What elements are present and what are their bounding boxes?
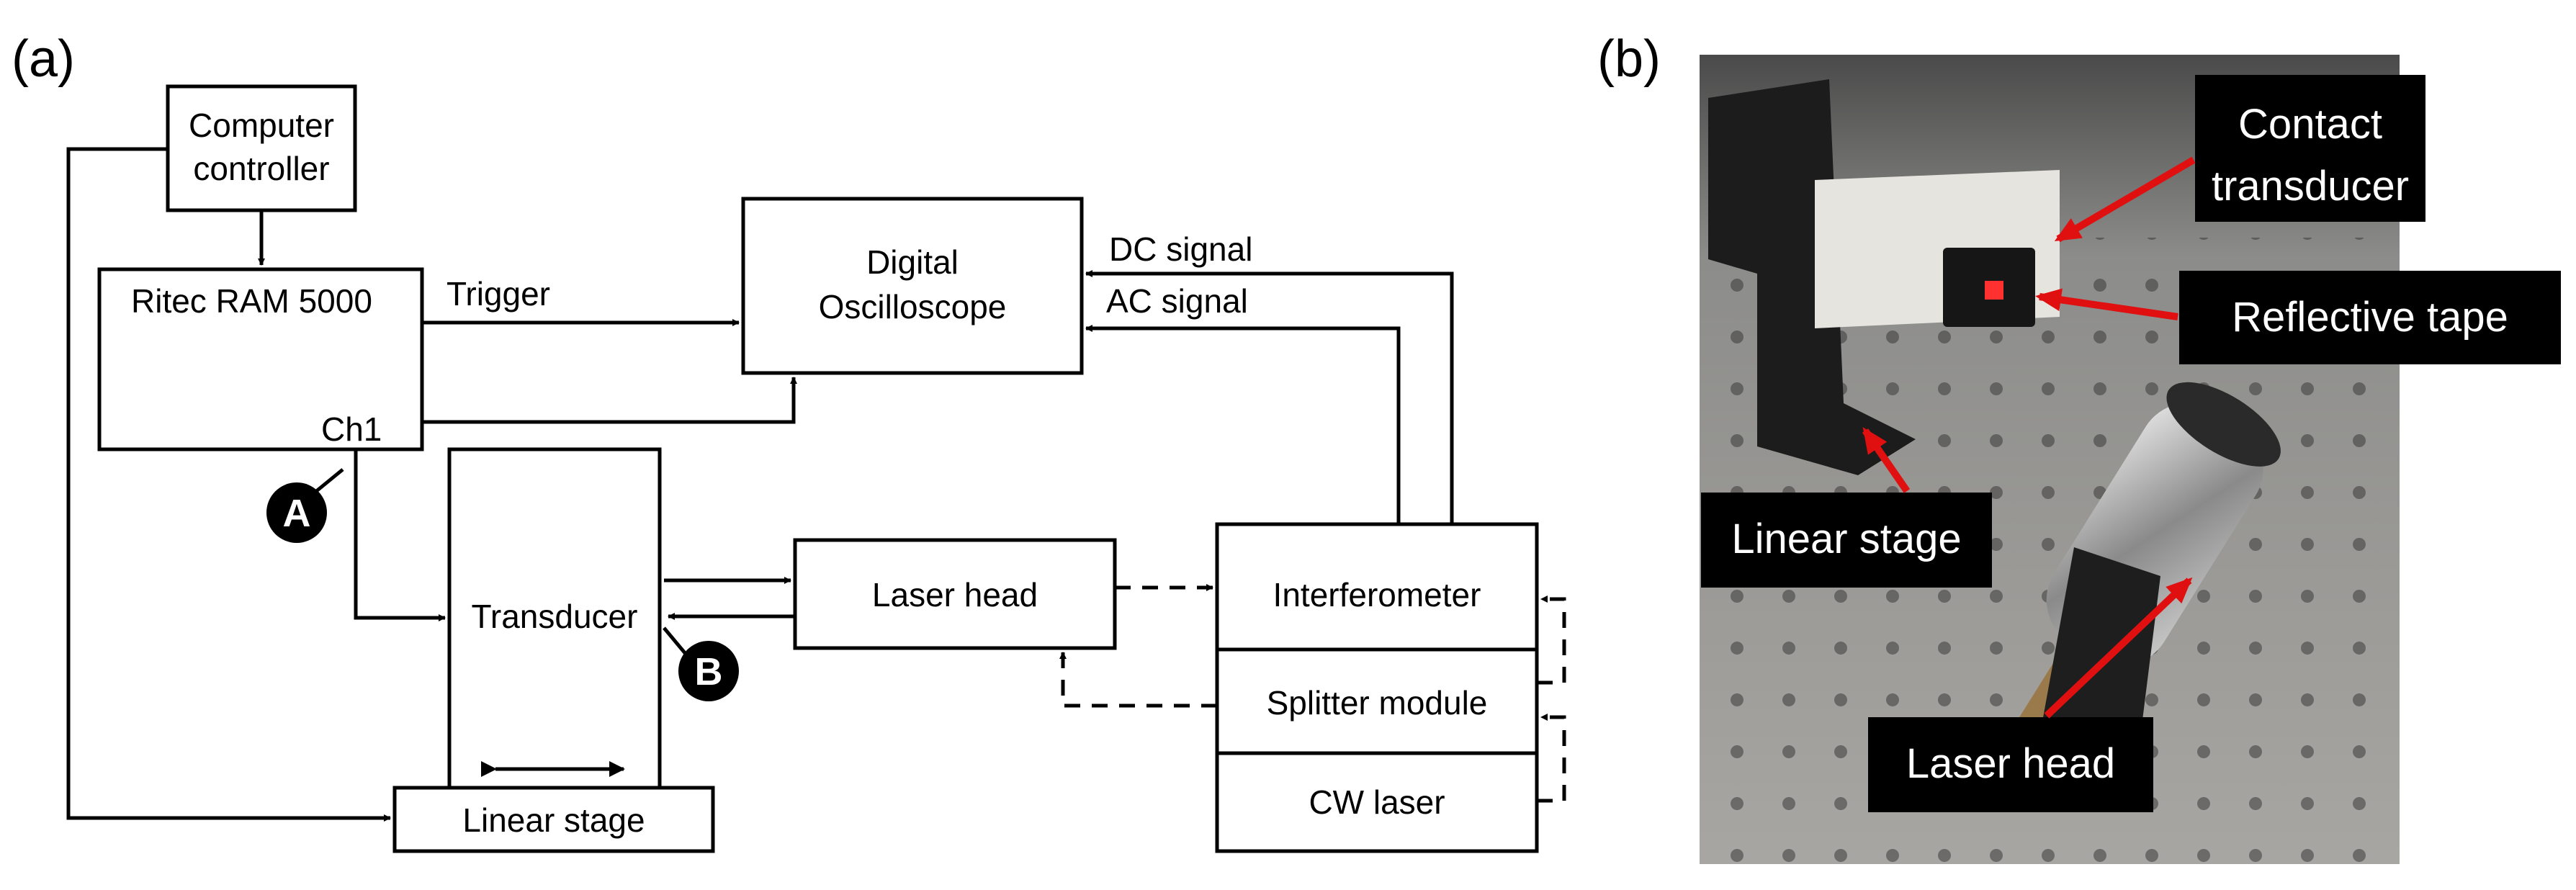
connector-lines xyxy=(66,147,1566,822)
marker-b: B xyxy=(663,626,739,701)
ritec-box: Ritec RAM 5000 Ch1 xyxy=(97,267,424,451)
marker-a: A xyxy=(266,468,344,543)
callout-laser-head-label: Laser head xyxy=(1906,740,2115,787)
linear-stage-label: Linear stage xyxy=(462,801,645,839)
oscilloscope-box: Digital Oscilloscope xyxy=(741,197,1084,375)
cw-laser-box: CW laser xyxy=(1215,751,1539,853)
computer-controller-line2: controller xyxy=(193,150,329,187)
callout-contact-transducer: Contact transducer xyxy=(2054,75,2425,243)
photo xyxy=(1700,55,2400,864)
callout-contact-transducer-line1: Contact xyxy=(2238,101,2382,148)
oscilloscope-line2: Oscilloscope xyxy=(819,288,1007,325)
callout-linear-stage-label: Linear stage xyxy=(1731,516,1961,562)
interferometer-box: Interferometer xyxy=(1215,522,1539,652)
computer-controller-line1: Computer xyxy=(189,107,334,144)
splitter-module-box: Splitter module xyxy=(1215,647,1539,755)
splitter-module-label: Splitter module xyxy=(1267,684,1488,722)
marker-b-label: B xyxy=(695,650,723,693)
transducer-box: Transducer xyxy=(447,447,662,790)
transducer-label: Transducer xyxy=(472,598,638,635)
linear-stage-box: Linear stage xyxy=(392,786,715,853)
callout-reflective-tape-label: Reflective tape xyxy=(2232,294,2508,341)
laser-head-label: Laser head xyxy=(872,576,1038,613)
trigger-label: Trigger xyxy=(446,275,550,313)
oscilloscope-line1: Digital xyxy=(866,243,959,281)
marker-a-label: A xyxy=(283,492,311,535)
laser-head-box: Laser head xyxy=(793,538,1117,650)
callout-reflective-tape: Reflective tape xyxy=(2035,271,2561,364)
panel-b-label: (b) xyxy=(1597,30,1661,88)
computer-controller-box: Computer controller xyxy=(166,84,357,212)
dc-signal-label: DC signal xyxy=(1109,230,1252,268)
panel-a-label: (a) xyxy=(12,30,75,88)
ch1-label: Ch1 xyxy=(321,410,382,448)
cw-laser-label: CW laser xyxy=(1309,783,1445,821)
callout-linear-stage: Linear stage xyxy=(1701,427,1992,588)
callout-laser-head: Laser head xyxy=(1868,577,2193,812)
ac-signal-label: AC signal xyxy=(1106,282,1248,320)
ritec-label: Ritec RAM 5000 xyxy=(131,282,372,320)
interferometer-label: Interferometer xyxy=(1273,576,1481,613)
callout-contact-transducer-line2: transducer xyxy=(2212,163,2409,210)
